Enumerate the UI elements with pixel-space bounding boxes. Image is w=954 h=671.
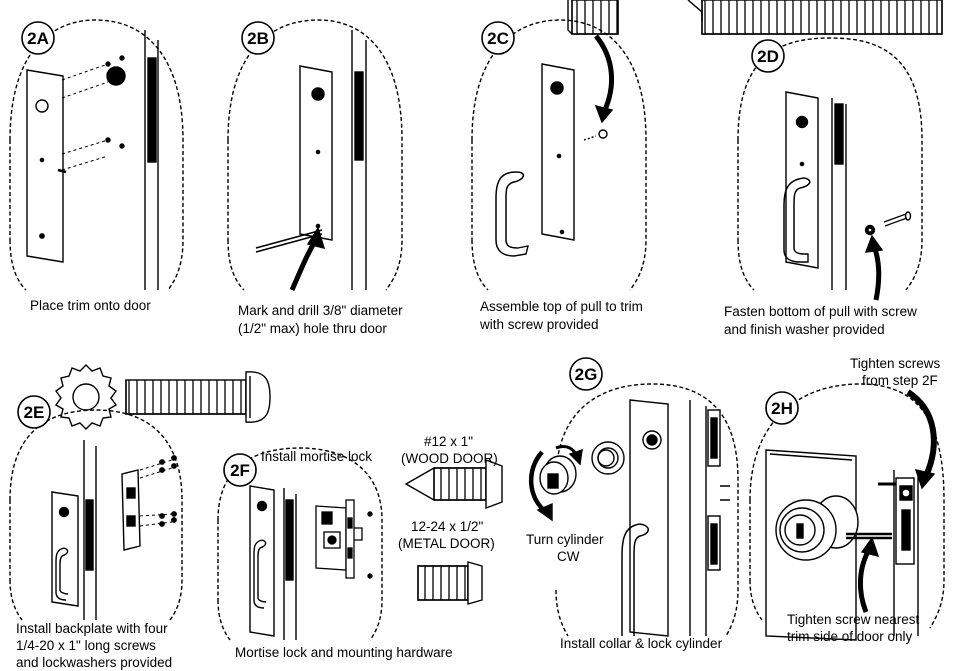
- badge-2b-label: 2B: [247, 29, 269, 48]
- panel-2a: [9, 19, 184, 291]
- pull-handle-2d: [783, 177, 811, 263]
- mortise-lock: [315, 499, 363, 579]
- panel-2d-border: [737, 37, 923, 291]
- badge-2h: 2H: [765, 391, 799, 425]
- caption-2c-line1: Assemble top of pull to trim: [480, 299, 643, 314]
- label-wood-screw-size: #12 x 1": [424, 434, 474, 449]
- panel-2g-border: [555, 383, 739, 637]
- cylinder-hole-2g: [642, 430, 662, 450]
- caption-2e-line1: Install backplate with four: [16, 621, 168, 636]
- door-edge: [144, 30, 159, 290]
- panel-2f-border: [217, 447, 383, 641]
- panel-2e-border: [9, 409, 183, 621]
- set-screw-2h: [846, 532, 892, 540]
- trim-plate-2g: [629, 399, 669, 637]
- label-metal-door: (METAL DOOR): [398, 536, 495, 551]
- panel-2b: [227, 19, 403, 292]
- badge-2a: 2A: [21, 21, 55, 55]
- screw-thread-2e: [125, 379, 247, 415]
- panel-2h: [749, 383, 945, 641]
- badge-2d: 2D: [751, 39, 785, 73]
- caption-2e-line2: 1/4-20 x 1" long screws: [16, 638, 156, 653]
- panel-2f: [217, 447, 503, 641]
- label-install-mortise-lock: Install mortise lock: [261, 449, 373, 464]
- trim-plate: [26, 69, 64, 263]
- badge-2e: 2E: [17, 395, 51, 429]
- caption-2b-line1: Mark and drill 3/8" diameter: [238, 303, 403, 318]
- label-tighten-screw-nearest: Tighten screw nearest: [787, 612, 920, 627]
- pull-handle-2c: [495, 171, 525, 257]
- wood-screw: [404, 458, 503, 510]
- screw-2d: [883, 213, 908, 227]
- trim-plate-2f: [249, 485, 275, 637]
- screw-head-2e: [245, 371, 271, 423]
- curved-arrow-2h-top: [906, 389, 937, 478]
- metal-screw: [417, 561, 483, 605]
- badge-2e-label: 2E: [24, 403, 45, 422]
- curved-arrow-2d: [871, 245, 882, 301]
- collar-2g: [591, 441, 625, 475]
- label-turn-cylinder: Turn cylinder: [526, 532, 604, 547]
- curved-arrow-2h-bottom: [857, 546, 873, 613]
- caption-2f: Mortise lock and mounting hardware: [235, 645, 453, 660]
- badge-2c: 2C: [481, 21, 515, 55]
- caption-2b-line2: (1/2" max) hole thru door: [238, 321, 387, 336]
- label-tighten-screws: Tighten screws: [850, 356, 941, 371]
- caption-2c-line2: with screw provided: [480, 317, 599, 332]
- caption-2a: Place trim onto door: [30, 298, 151, 313]
- badge-2g-label: 2G: [575, 365, 598, 384]
- caption-2e-line3: and lockwashers provided: [16, 655, 173, 670]
- turn-arrow-2g: [528, 450, 548, 514]
- curved-arrow-2b: [289, 238, 319, 292]
- badge-2h-label: 2H: [771, 399, 793, 418]
- badge-2g: 2G: [569, 357, 603, 391]
- badge-2b: 2B: [241, 21, 275, 55]
- panel-2b-border: [227, 19, 403, 291]
- caption-2d-line2: and finish washer provided: [724, 322, 885, 337]
- trim-plate-2c: [541, 63, 575, 241]
- badge-2f-label: 2F: [230, 461, 250, 480]
- label-turn-cw: CW: [557, 549, 580, 564]
- badge-2c-label: 2C: [487, 29, 509, 48]
- panel-2d: [687, 0, 943, 301]
- label-wood-door: (WOOD DOOR): [401, 451, 498, 466]
- door-mortise-slot: [147, 57, 157, 163]
- label-metal-screw-size: 12-24 x 1/2": [411, 519, 484, 534]
- screw-thread-2d: [701, 0, 943, 35]
- caption-2d-line1: Fasten bottom of pull with screw: [724, 304, 917, 319]
- badge-2a-label: 2A: [27, 29, 49, 48]
- caption-2g: Install collar & lock cylinder: [560, 636, 723, 651]
- badge-2d-label: 2D: [757, 47, 779, 66]
- lockwasher-icon: [54, 364, 118, 430]
- drill-bit: [255, 229, 323, 253]
- lock-cylinder-2g: [539, 455, 577, 495]
- trim-cylinder-hole: [35, 99, 49, 113]
- panel-2h-border: [749, 383, 945, 629]
- backplate-2e: [121, 469, 141, 551]
- panel-2e: [9, 364, 271, 621]
- label-from-step-2f: from step 2F: [862, 373, 938, 388]
- panel-2g: [528, 383, 739, 637]
- screw-thread-2c: [571, 0, 619, 35]
- badge-2f: 2F: [223, 453, 257, 487]
- curved-arrow-2c: [594, 34, 615, 114]
- label-trim-side-only: trim side of door only: [787, 629, 913, 644]
- panel-2a-border: [9, 19, 184, 291]
- panel-2c-border: [471, 19, 647, 291]
- panel-2c: [471, 0, 647, 291]
